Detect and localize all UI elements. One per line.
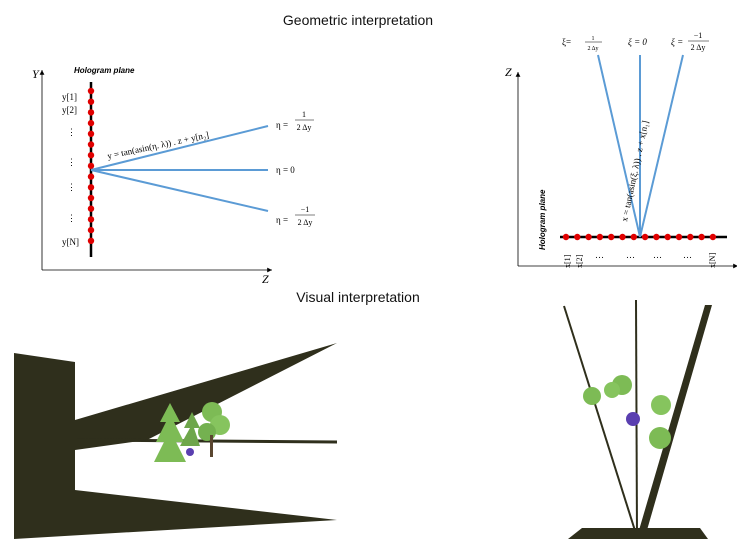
left-y-label-2: y[2] — [62, 105, 77, 115]
left-fir-tree-1 — [154, 403, 186, 462]
right-z-axis-label: Z — [505, 65, 512, 79]
left-label-bottom-den: 2 Δy — [298, 218, 313, 227]
left-sample-point — [87, 119, 95, 127]
right-sample-point — [675, 233, 683, 241]
left-sample-point — [87, 237, 95, 244]
left-label-mid: η = 0 — [276, 165, 295, 175]
right-frustum-wedge — [637, 305, 712, 537]
right-bush-4 — [651, 395, 671, 415]
right-label-right-prefix: ξ = — [671, 37, 683, 47]
right-sample-point — [608, 233, 615, 241]
left-frustum-wedge — [14, 343, 337, 539]
left-label-top-prefix: η = — [276, 120, 288, 130]
left-ellipsis-4: ⋮ — [67, 213, 76, 223]
right-ray-left — [597, 54, 641, 238]
visual-title: Visual interpretation — [296, 289, 419, 305]
left-sample-points — [87, 87, 95, 244]
right-sample-point — [698, 233, 705, 241]
right-sample-point — [574, 233, 581, 241]
left-z-axis-label: Z — [262, 272, 269, 286]
geometric-title: Geometric interpretation — [283, 12, 433, 28]
right-sample-points — [562, 233, 717, 241]
right-label-left-den: 2 Δy — [587, 46, 598, 52]
left-sample-point — [87, 141, 95, 148]
left-plane-label: Hologram plane — [74, 66, 135, 75]
left-sample-point — [87, 205, 95, 212]
left-ellipsis-3: ⋮ — [67, 182, 76, 192]
left-label-bottom-num: −1 — [301, 205, 310, 214]
left-sample-point — [87, 98, 95, 105]
right-sample-point — [562, 233, 570, 241]
left-y-label-n: y[N] — [62, 237, 79, 247]
right-dots-3: … — [653, 250, 662, 260]
right-label-mid: ξ = 0 — [628, 37, 647, 47]
right-x-label-1: x[1] — [563, 254, 572, 268]
left-sample-point — [87, 194, 95, 202]
left-visual-render — [14, 343, 338, 539]
right-geometric-diagram: Z Hologram plane x = tan(asin(ξ. λ)) . z… — [505, 31, 737, 269]
right-bush-2 — [604, 382, 620, 398]
left-flower — [186, 448, 194, 456]
left-sample-point — [87, 184, 95, 191]
left-ray-top — [90, 125, 269, 171]
left-geometric-diagram: Y Z Hologram plane y = tan(asin(η. λ)) .… — [32, 66, 315, 286]
right-x-label-n: x[N] — [708, 253, 717, 268]
right-bush-3 — [583, 387, 601, 405]
left-ray-bottom — [90, 169, 269, 212]
left-label-bottom-prefix: η = — [276, 215, 288, 225]
right-foliage-group — [583, 375, 671, 449]
left-fir-tree-2 — [180, 412, 200, 446]
right-left-edge — [563, 305, 638, 538]
left-sample-point — [87, 216, 95, 223]
right-sample-point — [585, 233, 592, 241]
right-sample-point — [596, 233, 604, 241]
left-y-axis-label: Y — [32, 67, 40, 81]
left-ellipsis-1: ⋮ — [67, 127, 76, 137]
right-dots-4: … — [683, 250, 692, 260]
left-wedge-inner — [75, 440, 147, 450]
right-label-right-num: −1 — [694, 31, 703, 40]
left-label-top-den: 2 Δy — [297, 123, 312, 132]
left-label-top-num: 1 — [302, 110, 306, 119]
left-bush-3 — [198, 423, 216, 441]
right-visual-render — [563, 299, 712, 539]
left-tree-group — [154, 402, 230, 462]
left-sample-point — [87, 162, 95, 170]
right-plane-label: Hologram plane — [538, 189, 547, 250]
right-base-plane — [568, 528, 708, 539]
left-ellipsis-2: ⋮ — [67, 157, 76, 167]
left-sample-point — [87, 87, 95, 95]
right-dots-2: … — [626, 250, 635, 260]
left-sample-point — [87, 226, 95, 234]
right-sample-point — [653, 233, 660, 241]
right-sample-point — [641, 233, 649, 241]
right-label-left-num: 1 — [592, 36, 595, 42]
right-sample-point — [619, 233, 626, 241]
right-flower — [626, 412, 640, 426]
right-ray-right — [639, 54, 684, 238]
right-sample-point — [664, 233, 671, 241]
right-sample-point — [709, 233, 717, 241]
right-bush-5 — [649, 427, 671, 449]
left-sample-point — [87, 109, 95, 116]
right-x-label-2: x[2] — [575, 254, 584, 268]
left-trunk — [210, 435, 213, 457]
left-y-label-1: y[1] — [62, 92, 77, 102]
right-sample-point — [687, 233, 694, 241]
left-sample-point — [87, 130, 95, 137]
right-sample-point — [630, 233, 637, 241]
right-label-left-prefix: ξ= — [562, 37, 571, 47]
right-dots-1: … — [595, 250, 604, 260]
left-sample-point — [87, 173, 95, 180]
right-label-right-den: 2 Δy — [691, 43, 706, 52]
left-sample-point — [87, 152, 95, 159]
